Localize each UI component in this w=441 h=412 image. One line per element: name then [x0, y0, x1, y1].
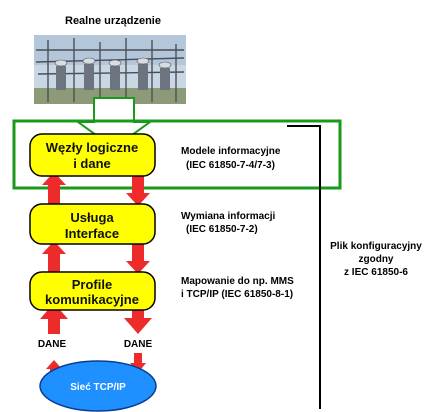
config-bracket	[287, 125, 321, 409]
arrow-up-2	[42, 241, 66, 274]
arrows-layer	[40, 172, 152, 376]
device-title: Realne urządzenie	[65, 15, 161, 27]
box-communication-profiles: Profile komunikacyjne	[29, 271, 156, 311]
box-logical-nodes: Węzły logiczne i dane	[29, 133, 156, 177]
arrow-down-3	[124, 303, 152, 334]
desc-models-line1: Modele informacyjne	[181, 146, 281, 157]
box-profiles-line1: Profile	[72, 277, 112, 292]
arrow-down-2	[126, 241, 150, 274]
box-service-line2: Interface	[65, 226, 119, 241]
desc-mapping-line2: i TCP/IP (IEC 61850-8-1)	[181, 289, 293, 300]
desc-mapping-line1: Mapowanie do np. MMS	[181, 276, 294, 287]
arrow-up-3	[40, 303, 68, 334]
arrow-down-1	[126, 172, 150, 206]
data-label-right: DANE	[124, 339, 153, 350]
box-logical-nodes-line1: Węzły logiczne	[46, 140, 138, 155]
box-service-interface: Usługa Interface	[29, 203, 156, 245]
desc-models-line2: (IEC 61850-7-4/7-3)	[186, 160, 275, 171]
desc-exchange-line1: Wymiana informacji	[181, 211, 276, 222]
box-profiles-line2: komunikacyjne	[45, 292, 139, 307]
arrow-up-1	[42, 172, 66, 206]
substation-photo-icon	[34, 35, 186, 104]
box-service-line1: Usługa	[70, 210, 114, 225]
desc-exchange-line2: (IEC 61850-7-2)	[186, 224, 258, 235]
network-label: Sieć TCP/IP	[70, 382, 126, 393]
config-note-line3: z IEC 61850-6	[344, 267, 408, 278]
data-label-left: DANE	[38, 339, 67, 350]
network-tcpip: Sieć TCP/IP	[39, 360, 157, 412]
config-note-line1: Plik konfiguracyjny	[330, 241, 422, 252]
information-model-frame	[12, 119, 342, 190]
box-logical-nodes-line2: i dane	[73, 156, 111, 171]
config-note-line2: zgodny	[359, 254, 394, 265]
